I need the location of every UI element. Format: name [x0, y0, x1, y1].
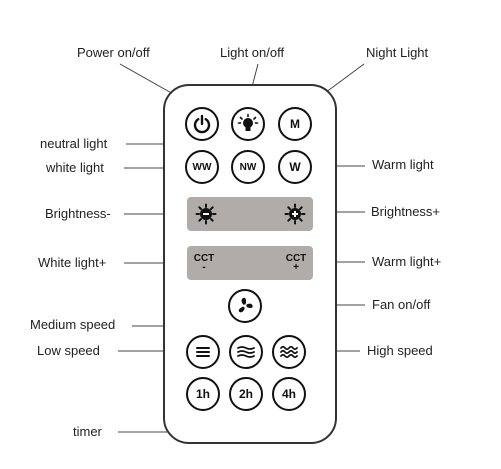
cct-plus-sign: + — [293, 262, 299, 273]
night-light-button[interactable]: M — [278, 107, 312, 141]
cct-plus-text: CCT — [285, 253, 307, 264]
ww-button[interactable]: WW — [185, 150, 219, 184]
brightness-up-icon — [284, 203, 306, 225]
label-medium: Medium speed — [30, 317, 116, 332]
cct-minus-text: CCT — [193, 253, 215, 264]
high-speed-icon — [280, 345, 298, 359]
low-speed-button[interactable] — [186, 335, 220, 369]
fan-button[interactable] — [228, 289, 262, 323]
power-icon — [193, 114, 211, 134]
label-light: Light on/off — [220, 45, 285, 60]
medium-speed-icon — [237, 346, 255, 358]
bulb-icon — [237, 113, 259, 131]
label-fan: Fan on/off — [372, 297, 431, 312]
label-low: Low speed — [37, 343, 100, 358]
timer-1h-button[interactable]: 1h — [186, 377, 220, 411]
power-button[interactable] — [185, 107, 219, 141]
high-speed-button[interactable] — [272, 335, 306, 369]
timer-4h-button[interactable]: 4h — [272, 377, 306, 411]
cct-minus-button[interactable]: CCT - — [187, 246, 221, 280]
fan-icon — [238, 297, 253, 313]
label-warm-plus: Warm light+ — [372, 254, 442, 269]
brightness-plus-button[interactable] — [278, 197, 312, 231]
brightness-down-icon — [195, 203, 217, 225]
label-brightness-minus: Brightness- — [45, 206, 111, 221]
label-neutral: neutral light — [40, 136, 108, 151]
timer-2h-button[interactable]: 2h — [229, 377, 263, 411]
low-speed-icon — [196, 347, 210, 357]
light-button[interactable] — [231, 107, 265, 141]
label-power: Power on/off — [77, 45, 150, 60]
label-warm: Warm light — [372, 157, 434, 172]
cct-minus-sign: - — [202, 262, 206, 273]
label-brightness-plus: Brightness+ — [371, 204, 441, 219]
label-white-plus: White light+ — [38, 255, 107, 270]
brightness-minus-button[interactable] — [189, 197, 223, 231]
label-timer: timer — [73, 424, 102, 439]
medium-speed-button[interactable] — [229, 335, 263, 369]
label-high: High speed — [367, 343, 433, 358]
nw-button[interactable]: NW — [231, 150, 265, 184]
w-button[interactable]: W — [278, 150, 312, 184]
cct-plus-button[interactable]: CCT + — [279, 246, 313, 280]
label-white: white light — [46, 160, 104, 175]
label-night: Night Light — [366, 45, 429, 60]
